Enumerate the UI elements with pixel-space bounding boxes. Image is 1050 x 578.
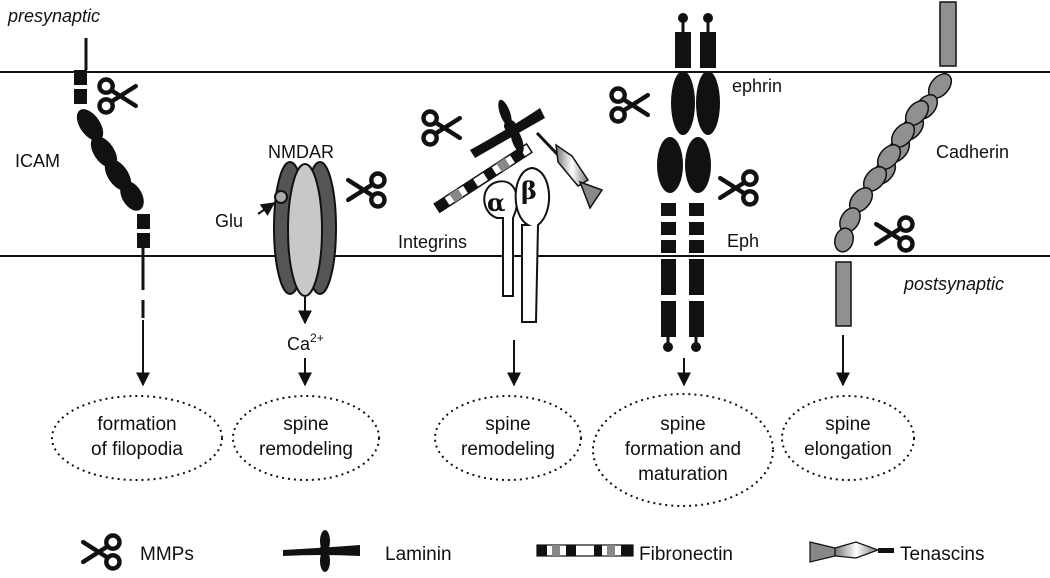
svg-text:remodeling: remodeling (259, 439, 353, 460)
outcome-spine-elongation: spine elongation (781, 395, 915, 481)
mmp-scissors-icon (348, 174, 384, 207)
svg-text:spine: spine (825, 414, 870, 435)
svg-text:spine: spine (660, 414, 705, 435)
svg-text:of filopodia: of filopodia (91, 439, 183, 460)
svg-text:remodeling: remodeling (461, 439, 555, 460)
svg-text:spine: spine (485, 414, 530, 435)
integrins-label: Integrins (398, 232, 467, 252)
legend: MMPs Laminin Fibronectin Tenascins (83, 530, 985, 572)
mmp-scissors-icon (100, 80, 136, 113)
outcome-spine-formation-maturation: spine formation and maturation (592, 393, 774, 507)
tenascin-molecule (535, 131, 604, 210)
svg-text:formation: formation (97, 414, 176, 435)
outcome-spine-remodeling-integrins: spine remodeling (434, 395, 582, 481)
mmp-scissors-icon (612, 89, 648, 122)
calcium-label: Ca2+ (287, 331, 324, 354)
svg-text:formation and: formation and (625, 439, 741, 460)
calcium-charge: 2+ (310, 331, 324, 345)
svg-text:maturation: maturation (638, 464, 728, 485)
postsynaptic-label: postsynaptic (903, 274, 1004, 294)
alpha-subunit-label: α (487, 188, 505, 217)
fibronectin-icon (536, 544, 634, 557)
laminin-icon (283, 530, 360, 572)
glu-ligand (274, 190, 288, 204)
cadherin-molecule (834, 1, 957, 327)
ephrin-eph-complex (657, 13, 720, 352)
tenascin-icon (809, 541, 894, 563)
beta-subunit-label: β (521, 176, 537, 205)
legend-fibronectin: Fibronectin (639, 544, 733, 565)
mmp-scissors-icon (876, 218, 912, 251)
cadherin-label: Cadherin (936, 142, 1009, 162)
nmdar-label: NMDAR (268, 142, 334, 162)
legend-mmps: MMPs (140, 544, 194, 565)
legend-tenascins: Tenascins (900, 544, 985, 565)
nmdar-receptor (273, 161, 337, 297)
mmp-scissors-icon (424, 112, 460, 145)
icam-molecule (74, 38, 150, 318)
icam-label: ICAM (15, 151, 60, 171)
outcome-filopodia: formation of filopodia (51, 395, 223, 481)
mmp-scissors-icon (720, 172, 756, 205)
ephrin-label: ephrin (732, 76, 782, 96)
outcome-spine-remodeling-nmdar: spine remodeling (232, 395, 380, 481)
svg-text:elongation: elongation (804, 439, 892, 460)
legend-laminin: Laminin (385, 544, 452, 565)
glu-label: Glu (215, 211, 243, 231)
laminin-molecule (470, 99, 545, 158)
glu-arrow (257, 202, 276, 216)
integrin-receptor (483, 166, 550, 323)
svg-text:spine: spine (283, 414, 328, 435)
presynaptic-label: presynaptic (7, 6, 100, 26)
mmp-scissors-icon (83, 536, 119, 569)
fibronectin-strand (433, 142, 534, 214)
eph-label: Eph (727, 231, 759, 251)
